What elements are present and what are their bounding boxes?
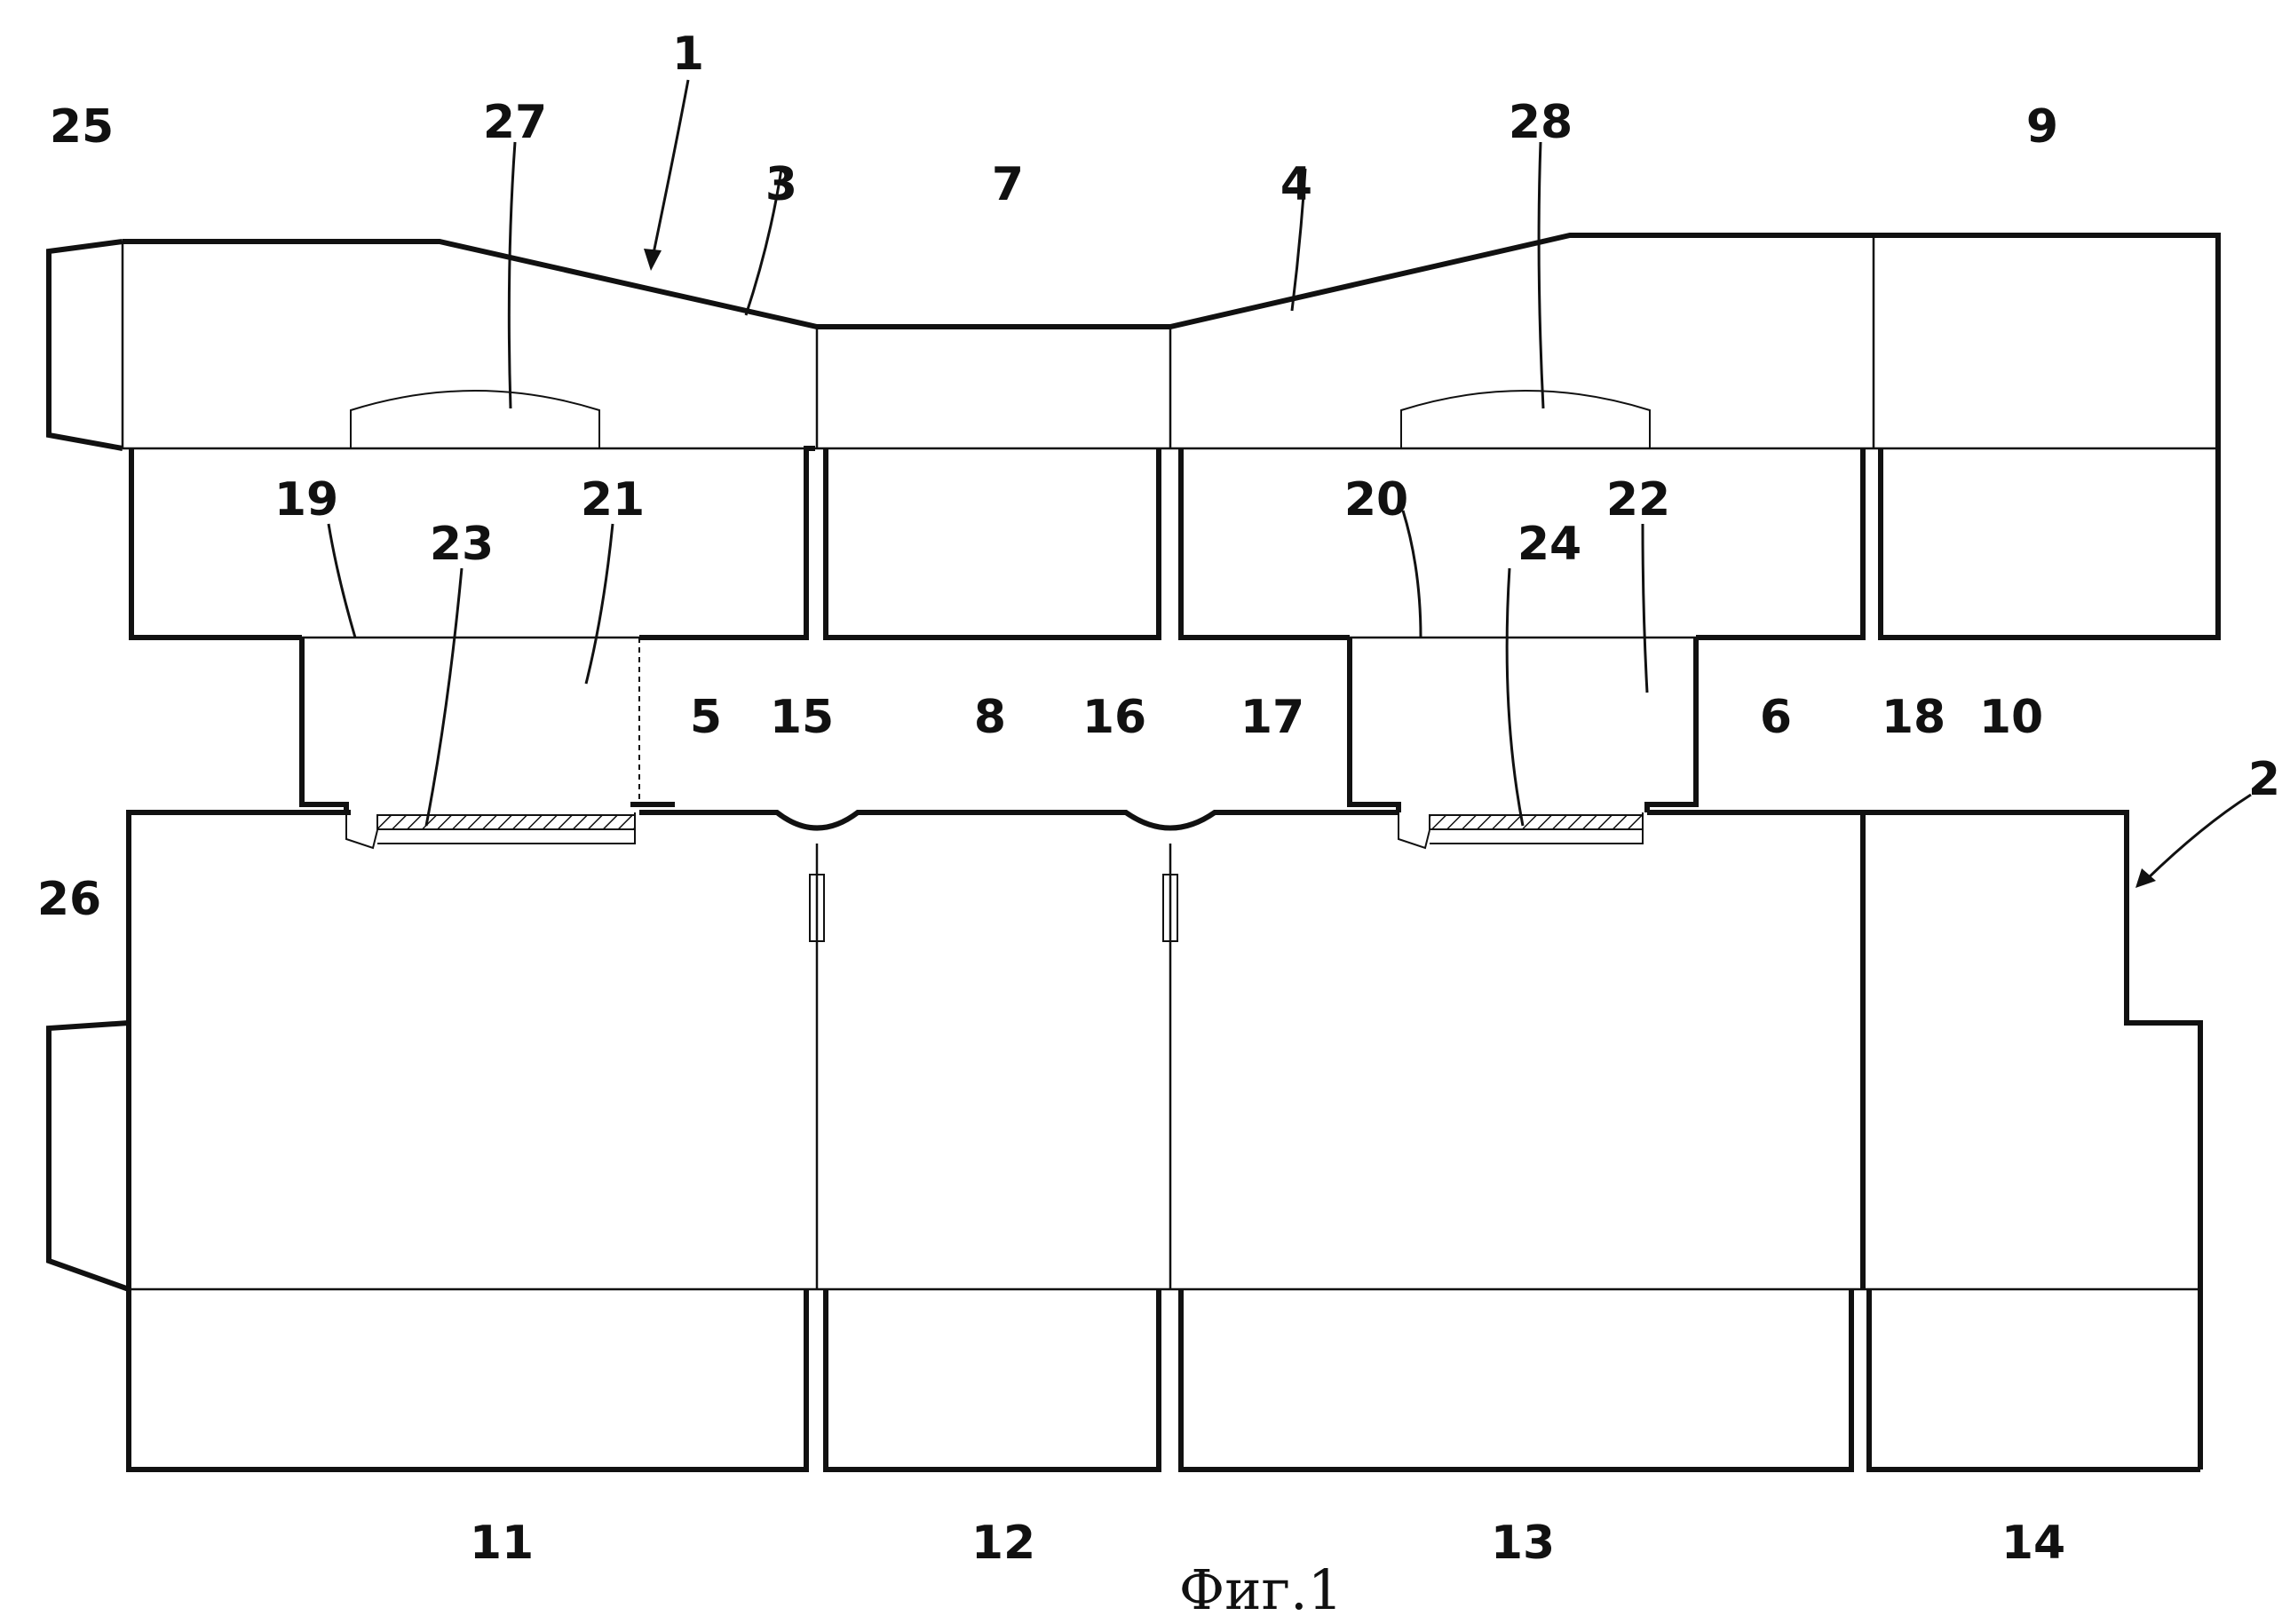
label-12: 12 (971, 1517, 1035, 1570)
label-18: 18 (1882, 691, 1945, 744)
label-28: 28 (1509, 96, 1573, 149)
label-14: 14 (2001, 1517, 2065, 1570)
label-21: 21 (581, 473, 645, 527)
lower-blank (49, 812, 2200, 1470)
label-6: 6 (1760, 691, 1792, 744)
glue-strip-23 (377, 815, 635, 829)
label-2: 2 (2248, 753, 2280, 806)
lower-blank-top-edge (129, 812, 2200, 1470)
label-20: 20 (1344, 473, 1408, 527)
flap-18-outline (1881, 448, 2218, 638)
label-9: 9 (2026, 100, 2058, 154)
flap-16-outline (826, 448, 1159, 638)
figure-caption: Фиг.1 (1179, 1557, 1343, 1622)
label-15: 15 (770, 691, 834, 744)
label-24: 24 (1517, 518, 1581, 571)
label-16: 16 (1082, 691, 1146, 744)
label-26: 26 (37, 873, 101, 926)
arc-27 (351, 391, 599, 448)
label-8: 8 (974, 691, 1006, 744)
flap-25-outline (49, 242, 123, 448)
label-19: 19 (274, 473, 338, 527)
tab-21-outline (302, 638, 346, 812)
label-22: 22 (1606, 473, 1670, 527)
glue-strip-24 (1430, 815, 1643, 829)
flap-13-outline (1181, 1289, 1851, 1470)
label-27: 27 (483, 96, 547, 149)
label-4: 4 (1280, 158, 1312, 211)
label-17: 17 (1240, 691, 1304, 744)
label-11: 11 (470, 1517, 534, 1570)
label-5: 5 (690, 691, 722, 744)
label-7: 7 (992, 158, 1024, 211)
tab-22-outline (1350, 638, 1696, 812)
label-10: 10 (1979, 691, 2043, 744)
flap-26-outline (49, 1023, 129, 1289)
label-13: 13 (1491, 1517, 1555, 1570)
label-1: 1 (672, 28, 704, 81)
arc-28 (1401, 391, 1650, 448)
label-25: 25 (50, 100, 114, 154)
flap-11-outline (129, 1289, 806, 1470)
flap-12-outline (826, 1289, 1159, 1470)
flap-14-outline (1869, 1289, 2200, 1470)
label-23: 23 (430, 518, 494, 571)
label-3: 3 (765, 158, 797, 211)
